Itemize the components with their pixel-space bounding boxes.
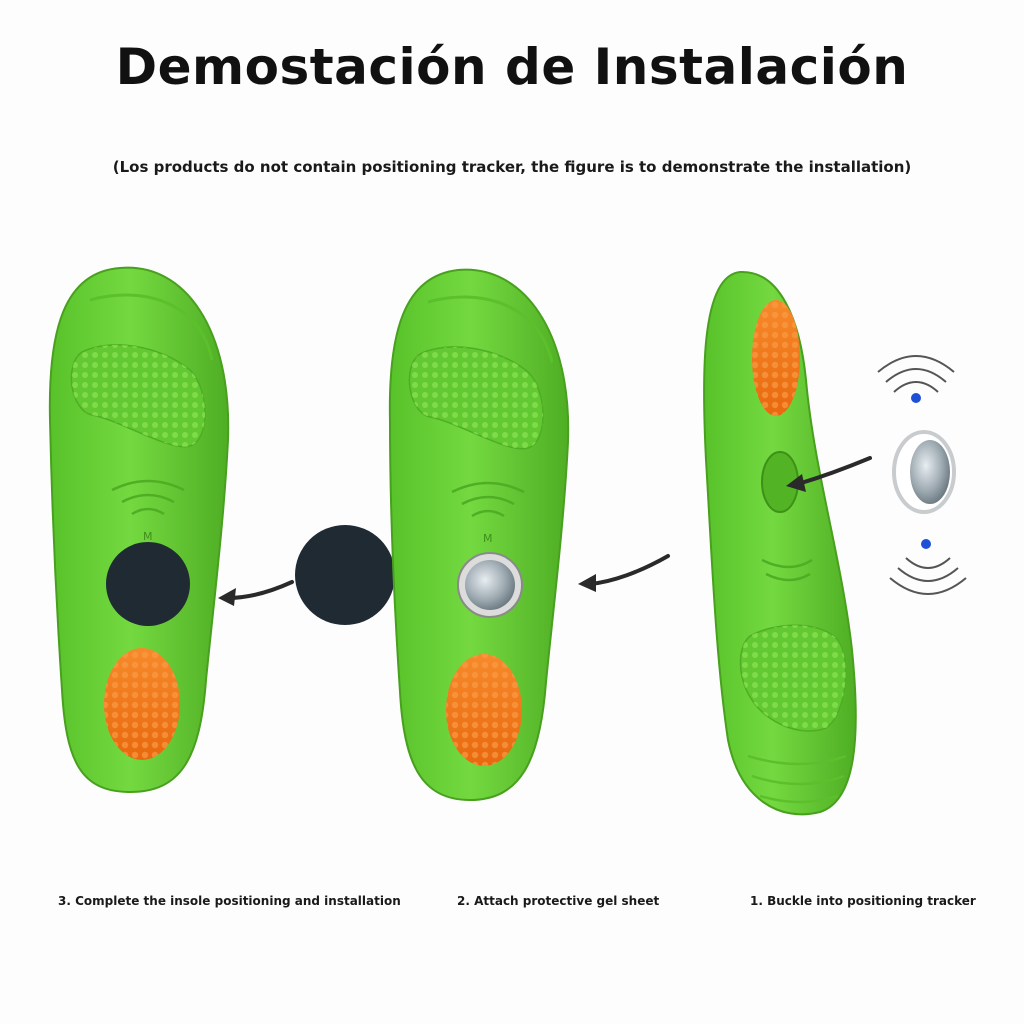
size-mark: M — [143, 530, 153, 543]
insole-rim — [427, 295, 554, 363]
tracker-face — [910, 440, 950, 504]
arrow-icon — [786, 456, 872, 492]
signal-arcs-icon — [451, 481, 525, 518]
insole-tracker-step — [702, 270, 857, 816]
step-3-caption: 3. Complete the insole positioning and i… — [58, 894, 401, 908]
gel-sheet-installed — [106, 542, 190, 626]
arrow-icon — [218, 580, 294, 606]
gel-sheet — [295, 525, 395, 625]
heel-pad-texture — [752, 300, 800, 416]
heel-pad-texture — [104, 648, 180, 760]
signal-arcs-icon — [111, 479, 185, 516]
signal-arcs-icon — [761, 558, 813, 582]
forefoot-pad-texture — [409, 346, 543, 449]
page-title: Demostación de Instalación — [115, 38, 909, 96]
step-2-caption: 2. Attach protective gel sheet — [457, 894, 660, 908]
forefoot-pad-texture — [71, 344, 205, 447]
heel-pad-texture — [446, 654, 522, 766]
arrow-icon — [578, 554, 670, 592]
step-1-caption: 1. Buckle into positioning tracker — [750, 894, 976, 908]
toe-ridges — [747, 754, 847, 804]
signal-waves-bottom-icon — [889, 557, 967, 595]
insole-rim — [89, 293, 214, 361]
page-subtitle: (Los products do not contain positioning… — [112, 158, 912, 176]
insole-gel-step: M — [388, 268, 570, 802]
signal-waves-top-icon — [877, 355, 955, 393]
insole-complete: M — [48, 266, 230, 794]
tracker-face — [465, 560, 515, 610]
positioning-tracker — [877, 355, 967, 595]
tracker-dot-bottom — [921, 539, 931, 549]
size-mark: M — [483, 532, 493, 545]
tracker-dot-top — [911, 393, 921, 403]
forefoot-pad-texture — [740, 625, 846, 732]
